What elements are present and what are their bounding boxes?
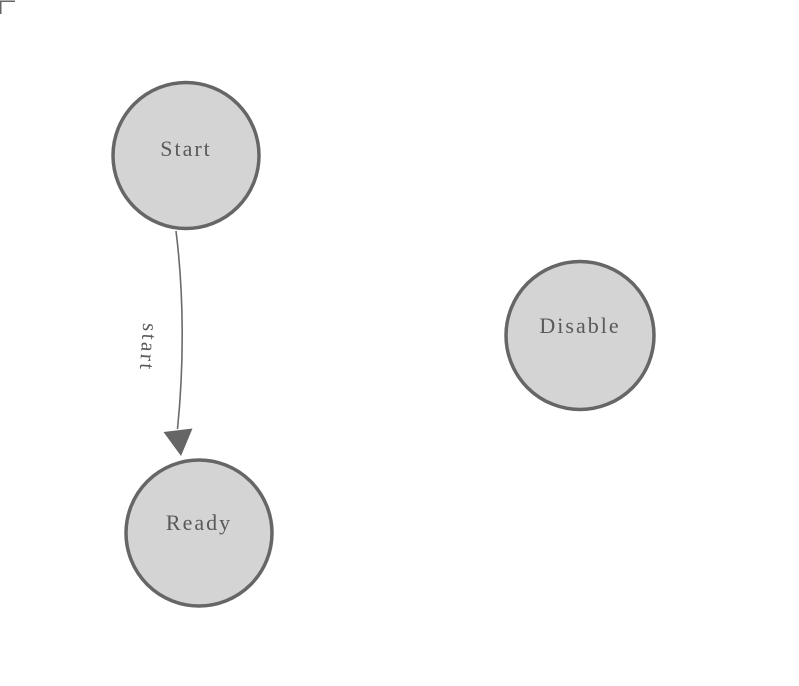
node-start-circle[interactable] [111, 80, 261, 231]
canvas-origin-corner-mark [0, 0, 15, 14]
node-ready[interactable]: Ready [124, 458, 274, 608]
arrowhead-icon [163, 428, 193, 456]
node-ready-circle[interactable] [124, 458, 274, 608]
node-disable[interactable]: Disable [504, 259, 656, 412]
edge-label: start [135, 322, 162, 372]
node-start[interactable]: Start [111, 80, 261, 231]
node-disable-circle[interactable] [504, 259, 656, 412]
edge-start-to-ready[interactable]: start [135, 230, 193, 456]
edge-path[interactable] [175, 230, 184, 430]
